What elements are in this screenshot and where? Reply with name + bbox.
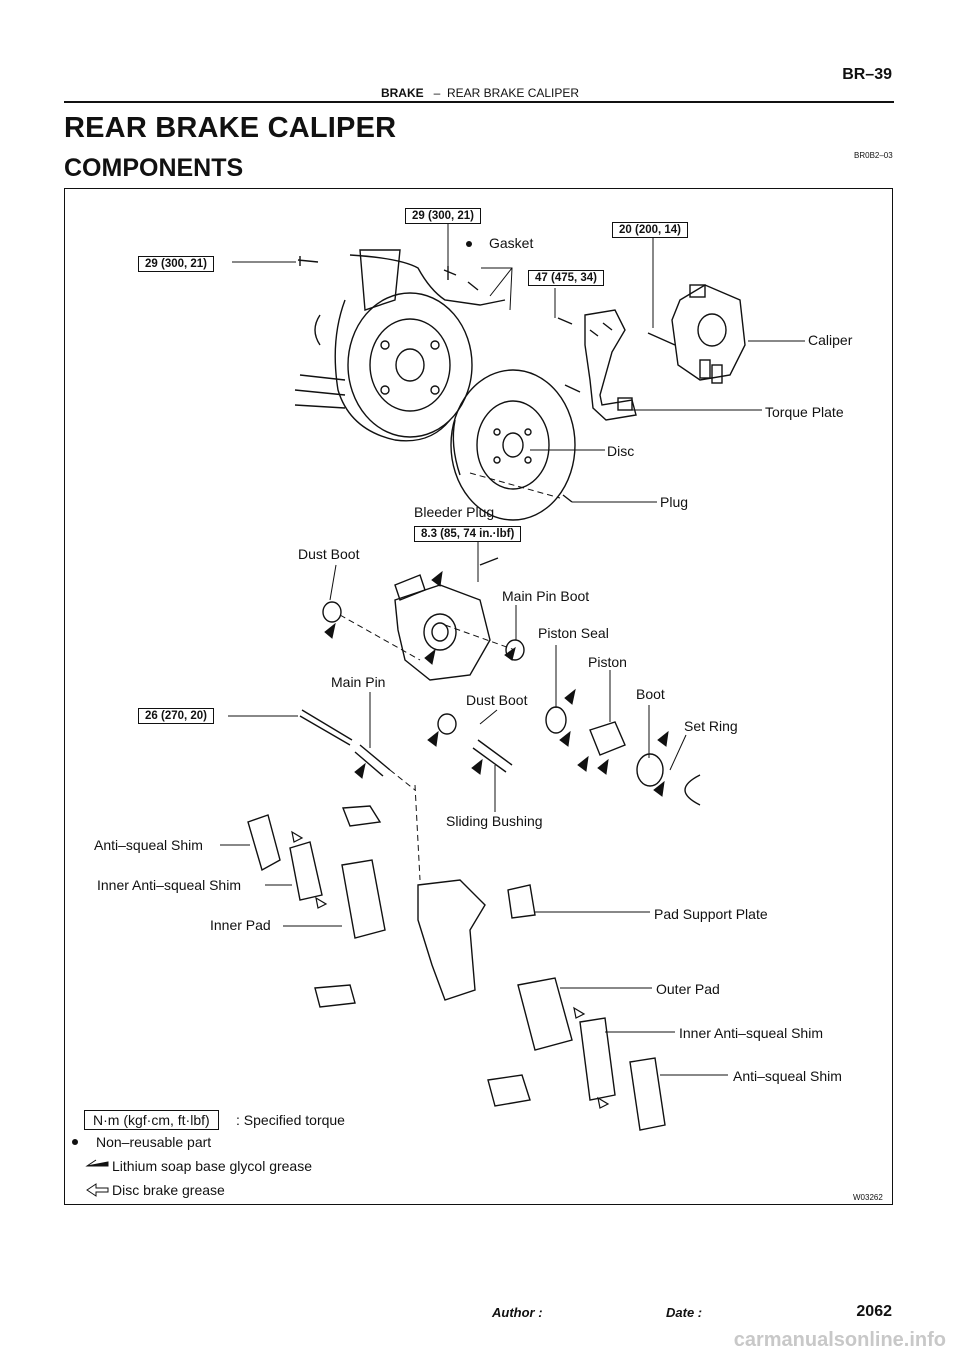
piston-seal-illustration — [545, 706, 567, 734]
inner-pad-illustration — [341, 859, 386, 939]
torque-spec-box: 8.3 (85, 74 in.·lbf) — [414, 526, 522, 542]
caliper-illustration — [671, 284, 746, 384]
reference-code: BR0B2–03 — [854, 151, 893, 160]
torque-plate-lower-illustration — [417, 879, 486, 1001]
torque-spec-box: 47 (475, 34) — [528, 270, 605, 286]
label-outer-pad: Outer Pad — [656, 981, 720, 997]
figure-number: W03262 — [853, 1193, 883, 1202]
label-main-pin-boot: Main Pin Boot — [502, 588, 590, 604]
label-dust-boot-2: Dust Boot — [466, 692, 528, 708]
disc-grease-arrow-icon — [86, 1183, 109, 1197]
label-torque-plate: Torque Plate — [765, 404, 844, 420]
footer-date: Date : — [666, 1305, 703, 1320]
inner-shim-2-illustration — [579, 1017, 616, 1101]
boot-illustration — [636, 753, 664, 787]
clip-2-illustration — [314, 984, 356, 1008]
label-caliper: Caliper — [808, 332, 853, 348]
diagram-frame — [64, 188, 893, 1205]
inner-shim-illustration — [289, 841, 323, 901]
torque-spec-box: 29 (300, 21) — [405, 208, 482, 224]
header-section: BRAKE — [380, 86, 424, 100]
backing-plate-illustration — [294, 249, 506, 442]
running-header: BRAKE – REAR BRAKE CALIPER — [0, 86, 960, 100]
clip-illustration — [342, 805, 382, 827]
main-pin-illustration — [354, 744, 391, 777]
label-inner-pad: Inner Pad — [210, 917, 271, 933]
torque-spec-box: 29 (300, 21) — [138, 256, 215, 272]
lithium-arrow-icon — [85, 1159, 109, 1167]
label-piston: Piston — [588, 654, 627, 670]
footer-page-number: 2062 — [856, 1303, 892, 1320]
anti-squeal-shim-illustration — [247, 814, 281, 872]
torque-plate-illustration — [584, 309, 637, 421]
outer-pad-illustration — [517, 977, 573, 1051]
label-plug: Plug — [660, 494, 689, 510]
clip-3-illustration — [487, 1074, 531, 1107]
bolt-26-illustration — [299, 709, 353, 746]
legend-non-reusable: Non–reusable part — [96, 1134, 212, 1150]
non-reusable-dot — [466, 241, 472, 247]
dust-boot-illustration — [322, 601, 342, 623]
main-pin-boot-illustration — [505, 639, 525, 661]
set-ring-illustration — [684, 774, 701, 806]
label-pad-support-plate: Pad Support Plate — [654, 906, 768, 922]
label-main-pin: Main Pin — [331, 674, 386, 690]
label-set-ring: Set Ring — [684, 718, 738, 734]
torque-spec-box: 20 (200, 14) — [612, 222, 689, 238]
label-bleeder-plug: Bleeder Plug — [414, 504, 495, 520]
legend-lithium-grease: Lithium soap base glycol grease — [112, 1158, 313, 1174]
label-piston-seal: Piston Seal — [538, 625, 609, 641]
sliding-bushing-illustration — [472, 739, 513, 773]
piston-illustration — [589, 721, 626, 756]
header-subsection: REAR BRAKE CALIPER — [447, 86, 580, 100]
legend-torque-desc: : Specified torque — [236, 1112, 345, 1128]
page-title: REAR BRAKE CALIPER — [64, 112, 397, 144]
footer-author: Author : — [492, 1305, 543, 1320]
pad-support-plate-illustration — [507, 884, 536, 919]
anti-squeal-shim-2-illustration — [629, 1057, 666, 1131]
disc-illustration — [450, 369, 576, 521]
label-dust-boot: Dust Boot — [298, 546, 360, 562]
legend-dot — [72, 1139, 78, 1145]
label-inner-anti-squeal-shim-2: Inner Anti–squeal Shim — [679, 1025, 823, 1041]
legend-disc-grease: Disc brake grease — [112, 1182, 225, 1198]
header-rule — [64, 101, 894, 103]
section-title: COMPONENTS — [64, 154, 244, 182]
label-anti-squeal-shim-2: Anti–squeal Shim — [733, 1068, 842, 1084]
dust-boot-2-illustration — [437, 713, 457, 735]
legend-torque-unit: N·m (kgf·cm, ft·lbf) — [84, 1110, 219, 1130]
label-gasket: Gasket — [489, 235, 534, 251]
label-inner-anti-squeal-shim: Inner Anti–squeal Shim — [97, 877, 241, 893]
header-separator: – — [433, 86, 441, 100]
label-disc: Disc — [607, 443, 635, 459]
label-boot: Boot — [636, 686, 665, 702]
label-sliding-bushing: Sliding Bushing — [446, 813, 543, 829]
watermark: carmanualsonline.info — [733, 1329, 946, 1351]
label-anti-squeal-shim: Anti–squeal Shim — [94, 837, 203, 853]
torque-spec-box: 26 (270, 20) — [138, 708, 215, 724]
page-code: BR–39 — [842, 66, 892, 83]
caliper-body-illustration — [394, 557, 499, 681]
